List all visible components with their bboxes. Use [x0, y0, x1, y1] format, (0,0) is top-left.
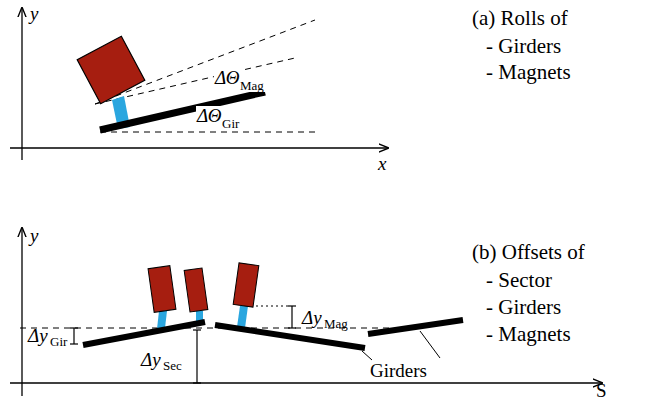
support [237, 306, 248, 328]
axis-label: y [30, 226, 38, 245]
girder [368, 320, 463, 334]
list-item: - Girders [486, 297, 561, 318]
list-item: - Girders [486, 36, 561, 57]
list-item: - Magnets [486, 324, 571, 345]
leader-label: Girders [370, 361, 427, 380]
subscript: Sec [163, 359, 182, 372]
girder [100, 92, 265, 130]
dashed-line [100, 132, 318, 133]
y-axis [21, 8, 22, 160]
angle-label: ΔΘ [196, 106, 223, 125]
angle-label: ΔΘ [214, 68, 241, 87]
axis-label: x [378, 154, 386, 173]
dimension-label: Δy [302, 308, 322, 327]
magnet [148, 266, 176, 313]
magnet [233, 263, 259, 307]
list-item: - Magnets [486, 62, 571, 83]
subscript: Mag [239, 79, 265, 92]
leader-line [420, 331, 440, 358]
axis-label: S [596, 381, 607, 400]
subscript: Mag [324, 317, 348, 330]
x-axis [10, 147, 388, 148]
list-item: - Sector [486, 270, 552, 291]
dimension-bar [288, 306, 296, 328]
girder [83, 322, 205, 345]
dotted-line [256, 306, 290, 307]
panel-title: (a) Rolls of [472, 8, 568, 29]
dimension-bar [70, 328, 78, 344]
y-axis [21, 228, 22, 396]
subscript: Gir [221, 117, 240, 130]
panel-title: (b) Offsets of [472, 242, 585, 263]
leader-line [362, 351, 372, 360]
support [157, 311, 167, 329]
dimension-label: Δy [141, 350, 161, 369]
axis-label: y [30, 4, 38, 23]
s-axis [10, 382, 602, 383]
dimension-bar [193, 330, 201, 383]
subscript: Gir [50, 335, 67, 348]
magnet [184, 268, 208, 312]
dimension-label: Δy [28, 326, 48, 345]
magnet [77, 36, 145, 104]
